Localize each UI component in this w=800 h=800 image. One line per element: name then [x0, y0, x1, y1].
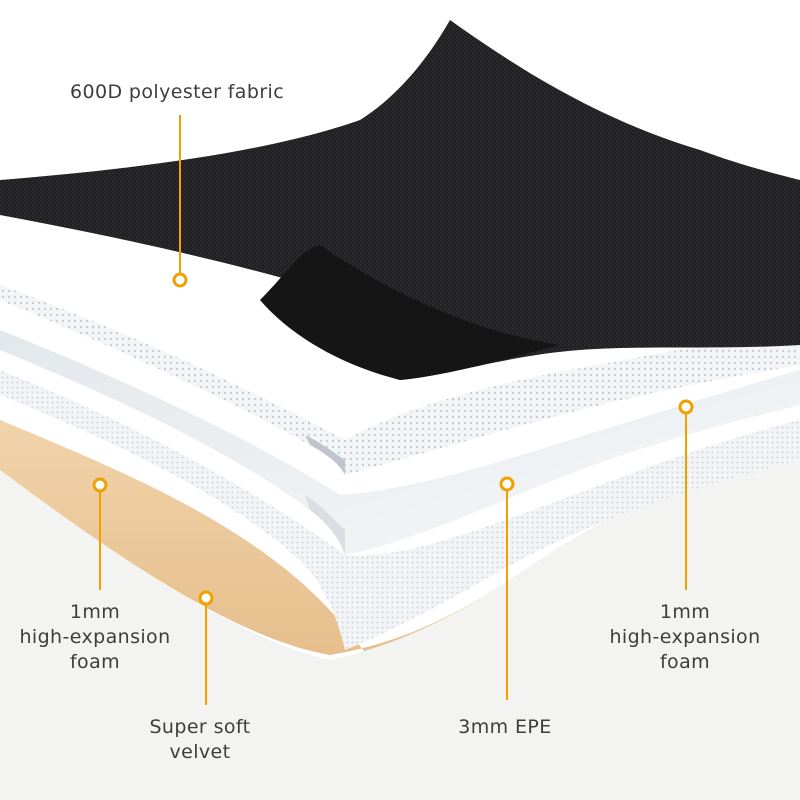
label-foam-left-line-2: high-expansion	[0, 625, 190, 650]
label-foam-left: 1mm high-expansion foam	[0, 600, 190, 675]
dot-fabric	[174, 274, 186, 286]
dot-velvet	[200, 592, 212, 604]
dot-foam-right	[680, 401, 692, 413]
label-foam-right-line-1: 1mm	[590, 600, 780, 625]
label-fabric-line-1: 600D polyester fabric	[70, 80, 284, 105]
dot-epe	[501, 478, 513, 490]
label-foam-left-line-3: foam	[0, 650, 190, 675]
label-epe: 3mm EPE	[430, 715, 580, 740]
label-foam-left-line-1: 1mm	[0, 600, 190, 625]
label-epe-line-1: 3mm EPE	[430, 715, 580, 740]
label-velvet: Super soft velvet	[125, 715, 275, 765]
label-foam-right: 1mm high-expansion foam	[590, 600, 780, 675]
label-fabric: 600D polyester fabric	[70, 80, 284, 105]
label-velvet-line-1: Super soft	[125, 715, 275, 740]
label-velvet-line-2: velvet	[125, 740, 275, 765]
label-foam-right-line-2: high-expansion	[590, 625, 780, 650]
dot-foam-left	[94, 479, 106, 491]
label-foam-right-line-3: foam	[590, 650, 780, 675]
